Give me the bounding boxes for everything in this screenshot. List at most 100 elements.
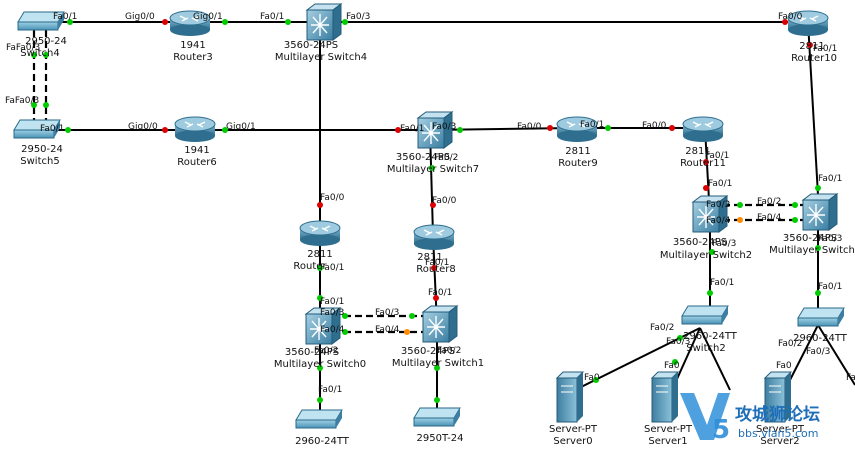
switch-icon[interactable] — [295, 409, 343, 429]
port-label: Fa0/1 — [705, 151, 729, 161]
device-model-label: 3560-24PS — [401, 346, 455, 357]
switch-icon[interactable] — [413, 407, 461, 427]
port-up-dot — [792, 217, 798, 223]
device-model-label: 1941 — [180, 40, 205, 51]
port-down-dot — [782, 19, 788, 25]
device-name-label: Multilayer Switch1 — [392, 358, 484, 369]
device-name-label: Router — [293, 261, 327, 272]
device-model-label: 2960-24TT — [683, 331, 738, 342]
server-icon[interactable] — [555, 371, 585, 423]
watermark-logo-num: 5 — [712, 415, 730, 445]
multilayer-switch-icon[interactable] — [305, 3, 343, 41]
device-name-label: Router3 — [173, 52, 213, 63]
device-name-label: Router11 — [680, 158, 726, 169]
device-name-label: Router6 — [177, 157, 217, 168]
port-label: Fa0/1 — [400, 124, 424, 134]
port-label: Fa0/3 — [666, 337, 690, 347]
server-icon[interactable] — [650, 371, 680, 423]
port-label: Fa0/0 — [517, 122, 542, 132]
device-model-label: Server-PT — [644, 424, 693, 435]
multilayer-switch-icon[interactable] — [304, 307, 342, 345]
port-up-dot — [429, 165, 435, 171]
port-label: Fa0/3 — [375, 308, 399, 318]
router-icon[interactable] — [556, 116, 598, 142]
port-up-dot — [342, 19, 348, 25]
port-up-dot — [317, 265, 323, 271]
device-name-label: Server2 — [760, 436, 799, 447]
port-label: Fa0 — [776, 361, 792, 371]
multilayer-switch-icon[interactable] — [691, 195, 729, 233]
device-name-label: Switch2 — [686, 343, 725, 354]
port-label: Fa0/3 — [432, 122, 456, 132]
port-down-dot — [162, 127, 168, 133]
port-down-dot — [669, 125, 675, 131]
port-label: Fa0/1 — [818, 282, 842, 292]
port-up-dot — [434, 397, 440, 403]
server-icon[interactable] — [763, 371, 793, 423]
port-label: Fa0/0 — [778, 12, 803, 22]
port-label: Fa0/1 — [846, 373, 855, 383]
device-labels: 2950-24 Switch4 1941 Router3 3560-24PS M… — [20, 36, 855, 447]
port-label: Fa0/4 — [757, 213, 782, 223]
port-label: Fa0/0 — [320, 193, 345, 203]
port-up-dot — [342, 329, 348, 335]
device-model-label: 3560-24PS — [284, 40, 338, 51]
port-label: Fa0/1 — [818, 174, 842, 184]
port-up-dot — [317, 295, 323, 301]
port-label: Gig0/1 — [226, 122, 256, 132]
port-label: Fa0/2 — [757, 197, 781, 207]
port-up-dot — [737, 202, 743, 208]
device-model-label: 2950T-24 — [417, 433, 464, 444]
switch-icon[interactable] — [17, 11, 65, 31]
router-icon[interactable] — [787, 10, 829, 36]
multilayer-switch-icon[interactable] — [416, 111, 454, 149]
watermark-logo: 5 攻城狮论坛 bbs.vlan5.com — [680, 393, 820, 445]
port-up-dot — [317, 365, 323, 371]
port-label: Gig0/1 — [193, 12, 223, 22]
device-model-label: 1941 — [184, 145, 209, 156]
multilayer-switch-icon[interactable] — [801, 193, 839, 231]
switch-icon[interactable] — [797, 307, 845, 327]
device-name-label: Multilayer Switch4 — [275, 52, 367, 63]
port-label: Fa0/3 — [806, 347, 830, 357]
device-name-label: Router10 — [791, 53, 837, 64]
port-up-dot — [677, 335, 683, 341]
port-label: Gig0/0 — [125, 12, 155, 22]
device-model-label: 3560-24PS — [396, 152, 450, 163]
device-model-label: 2811 — [417, 252, 442, 263]
device-name-label: Server1 — [648, 436, 687, 447]
port-up-dot — [43, 102, 49, 108]
router-icon[interactable] — [682, 116, 724, 142]
port-down-dot — [547, 125, 553, 131]
port-label: Fa0/1 — [40, 124, 64, 134]
port-up-dot — [65, 127, 71, 133]
device-model-label: 2960-24TT — [295, 436, 350, 447]
port-up-dot — [31, 52, 37, 58]
port-label: Fa0/1 — [710, 278, 734, 288]
port-up-dot — [285, 19, 291, 25]
port-up-dot — [709, 249, 715, 255]
switch-icon[interactable] — [681, 305, 729, 325]
port-label: Fa0/3 — [712, 239, 736, 249]
port-up-dot — [67, 19, 73, 25]
port-labels: Fa0/1 Gig0/0 Gig0/1 Fa0/1 Fa0/3 Fa0/0 Fa… — [5, 12, 855, 395]
port-label: Fa0/1 — [708, 179, 732, 189]
router-icon[interactable] — [413, 224, 455, 250]
switch-icon[interactable] — [13, 119, 61, 139]
port-up-dot — [222, 19, 228, 25]
port-label: Fa0/2 — [706, 200, 730, 210]
port-label: Fa0/3 — [818, 234, 842, 244]
link — [817, 324, 855, 386]
port-label: Gig0/0 — [128, 122, 158, 132]
watermark-site: bbs.vlan5.com — [738, 427, 818, 440]
multilayer-switch-icon[interactable] — [421, 305, 459, 343]
port-label: Fa0/0 — [642, 121, 667, 131]
port-up-dot — [792, 202, 798, 208]
router-icon[interactable] — [169, 10, 211, 36]
port-label: Fa0/1 — [813, 44, 837, 54]
port-label: Fa0/1 — [320, 297, 344, 307]
router-icon[interactable] — [299, 220, 341, 246]
router-icon[interactable] — [174, 116, 216, 142]
port-down-dot — [807, 42, 813, 48]
port-up-dot — [409, 313, 415, 319]
